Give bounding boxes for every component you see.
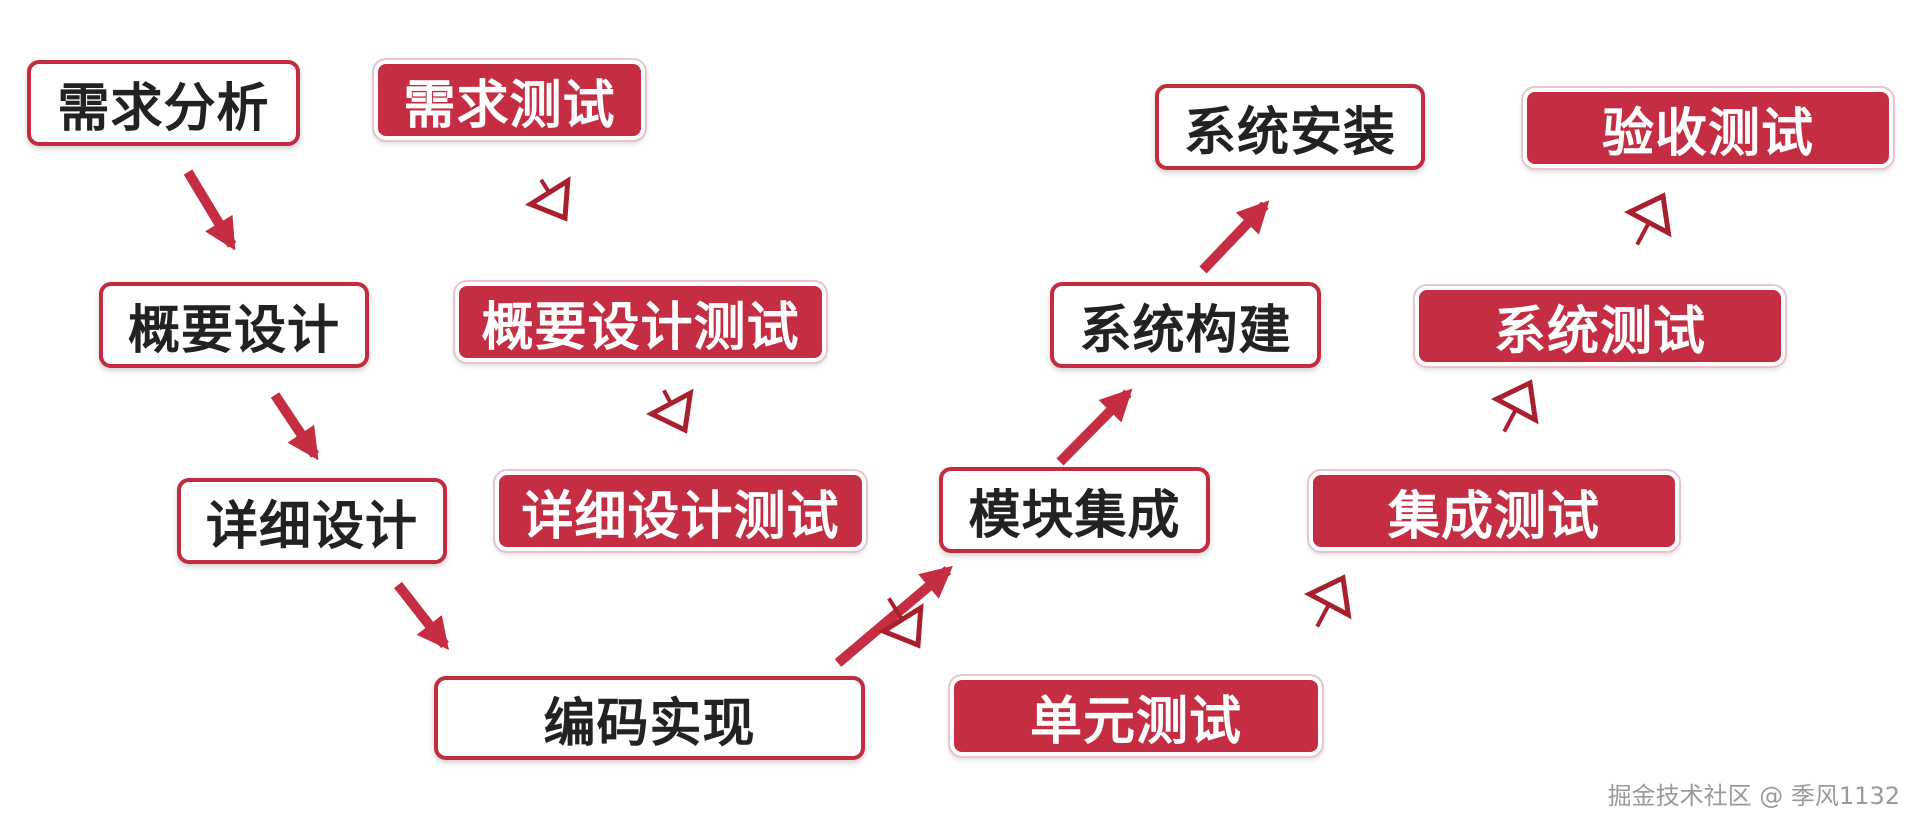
stage-coding: 编码实现: [434, 676, 865, 760]
hollow-arrow-integration-to-system: [1490, 379, 1539, 433]
stage-detailed-design: 详细设计: [177, 478, 447, 564]
stage-system-build: 系统构建: [1050, 282, 1321, 368]
hollow-arrow-unit-to-integration: [1303, 574, 1352, 628]
hollow-arrow-outline-test-down: [645, 388, 694, 434]
stage-requirements-test: 需求测试: [372, 58, 647, 142]
stage-system-test: 系统测试: [1413, 284, 1787, 368]
solid-arrow-detailed-to-coding: [394, 581, 449, 651]
stage-acceptance-test: 验收测试: [1521, 86, 1895, 170]
solid-arrow-coding-to-integration: [834, 565, 953, 667]
hollow-arrow-req-test-down: [524, 176, 571, 222]
solid-arrow-outline-to-detailed: [270, 392, 320, 461]
stage-outline-design: 概要设计: [99, 282, 369, 368]
stage-module-integration: 模块集成: [939, 467, 1210, 553]
watermark: 掘金技术社区 @ 季风1132: [1607, 782, 1900, 810]
solid-arrow-analysis-to-outline: [183, 169, 237, 251]
solid-arrow-integration-to-build: [1056, 388, 1133, 466]
stage-requirements-analysis: 需求分析: [27, 60, 300, 146]
solid-arrow-build-to-install: [1199, 200, 1270, 274]
stage-unit-test: 单元测试: [948, 674, 1324, 758]
hollow-arrow-system-to-acceptance: [1623, 192, 1672, 246]
stage-system-install: 系统安装: [1155, 84, 1425, 170]
hollow-arrow-detailed-test-down: [877, 597, 924, 649]
stage-outline-design-test: 概要设计测试: [453, 280, 828, 364]
stage-detailed-design-test: 详细设计测试: [493, 469, 868, 553]
stage-integration-test: 集成测试: [1307, 469, 1681, 553]
